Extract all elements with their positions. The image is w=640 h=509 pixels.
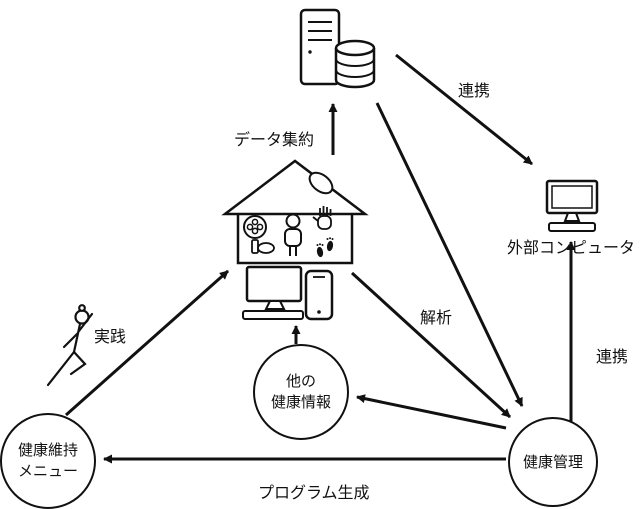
stretching-person-icon	[46, 304, 94, 387]
arrow-house-to-health-management	[350, 271, 512, 419]
node-label-line: 健康情報	[270, 393, 331, 411]
label-analysis: 解析	[420, 308, 453, 327]
node-label-line: 健康維持	[17, 441, 78, 459]
label-link-top: 連携	[458, 81, 491, 100]
label-link-right: 連携	[596, 347, 629, 366]
house-health-sensors-icon	[221, 159, 369, 265]
toilet-icon	[251, 239, 275, 254]
node-health-maintenance-menu: 健康維持 メニュー	[0, 413, 96, 509]
node-health-management: 健康管理	[508, 417, 598, 507]
arrow-management-to-other-info	[356, 394, 507, 430]
smartphone-icon	[304, 269, 334, 321]
hand-icon	[312, 206, 332, 230]
person-icon	[284, 213, 302, 256]
label-practice: 実践	[94, 327, 127, 346]
node-label-line: 他の	[285, 372, 316, 390]
label-program-generation: プログラム生成	[258, 483, 370, 502]
node-label-line: メニュー	[17, 462, 78, 480]
arrow-server-to-health-management	[375, 102, 524, 407]
desktop-monitor-icon	[242, 265, 304, 320]
node-label-line: 健康管理	[522, 452, 583, 471]
brain-icon	[243, 215, 267, 239]
arrow-menu-to-house	[65, 269, 229, 417]
external-computer-icon	[545, 179, 599, 232]
label-data-aggregation: データ集約	[234, 130, 315, 149]
server-database-icon	[299, 8, 376, 89]
label-external-computer: 外部コンピュータ	[507, 238, 636, 257]
arrow-layer	[65, 53, 576, 464]
arrow-server-to-external-computer	[395, 53, 533, 166]
node-other-health-info: 他の 健康情報	[253, 344, 349, 440]
footprints-icon	[316, 237, 334, 258]
